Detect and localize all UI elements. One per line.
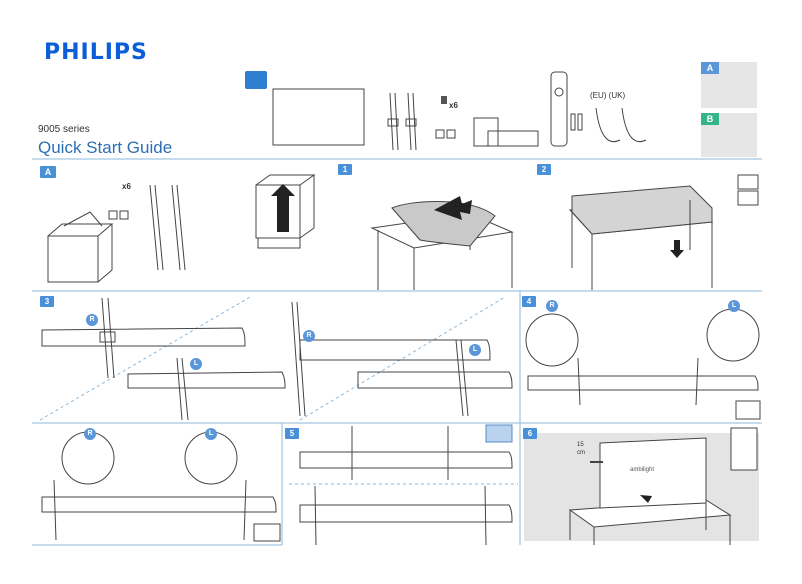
series-label: 9005 series (38, 124, 90, 135)
step-badge-6: 6 (523, 428, 537, 439)
step-badge-5: 5 (285, 428, 299, 439)
step-badge-a: A (40, 166, 56, 178)
distance-value: 15 (577, 442, 584, 448)
marker-l: L (728, 300, 740, 312)
marker-l: L (469, 344, 481, 356)
ambilight-logo: ambilight (630, 467, 655, 473)
marker-l: L (190, 358, 202, 370)
page-title: Quick Start Guide (38, 138, 173, 157)
step-badge-2: 2 (537, 164, 551, 175)
panel-tag-a: A (701, 62, 719, 74)
tv-front-illustration (272, 88, 365, 146)
step-badge-1: 1 (338, 164, 352, 175)
marker-r: R (84, 428, 96, 440)
marker-r: R (303, 330, 315, 342)
box-contents-icon (245, 71, 267, 89)
step-badge-3: 3 (40, 296, 54, 307)
step-badge-4: 4 (522, 296, 536, 307)
marker-l: L (205, 428, 217, 440)
panel-tag-b: B (701, 113, 719, 125)
philips-logo: PHILIPS (44, 40, 148, 65)
plug-labels: (EU) (UK) (590, 91, 626, 100)
step-a-screw-count: x6 (122, 182, 131, 191)
marker-r: R (546, 300, 558, 312)
screw-count: x6 (449, 101, 458, 110)
distance-unit: cm (577, 450, 585, 456)
marker-r: R (86, 314, 98, 326)
